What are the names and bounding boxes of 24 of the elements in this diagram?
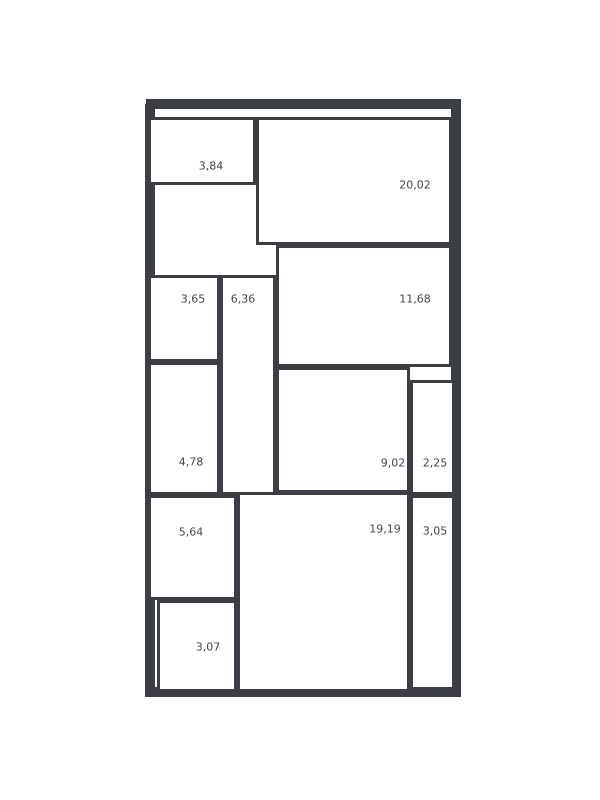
room-area-label: 3,65 (180, 292, 206, 306)
room-outline (220, 275, 276, 495)
room-area-label: 3,07 (196, 640, 220, 654)
room-outline (276, 367, 410, 493)
room-outline (276, 245, 452, 367)
room-outline (148, 117, 256, 185)
room-area-label: 20,02 (399, 178, 431, 192)
room-outline (256, 117, 452, 245)
room-area-label: 6,36 (230, 292, 256, 306)
room-outline (410, 495, 455, 690)
room-outline (148, 495, 237, 600)
room-area-label: 5,64 (178, 526, 204, 538)
room-outline (148, 275, 220, 362)
room-area-label: 3,05 (422, 524, 448, 538)
room-area-label: 4,78 (178, 456, 204, 468)
room-area-label: 2,25 (422, 456, 448, 470)
room-area-label: 3,84 (198, 160, 224, 172)
room-area-label: 9,02 (380, 456, 406, 470)
room-outline (157, 600, 237, 692)
room-outline (148, 362, 220, 495)
room-outline (237, 492, 410, 692)
room-area-label: 11,68 (399, 292, 431, 306)
room-area-label: 19,19 (369, 522, 401, 536)
room-outline (410, 380, 455, 495)
